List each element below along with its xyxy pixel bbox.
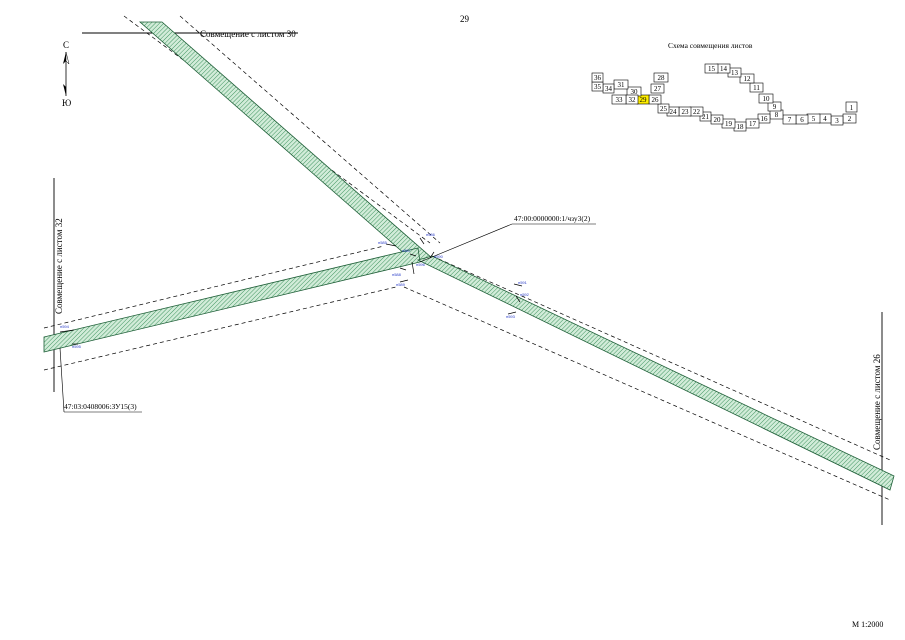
- point-label: н592: [520, 292, 530, 297]
- sheet-box-label: 19: [725, 120, 733, 128]
- leader-center: [419, 223, 513, 263]
- point-label: н585: [378, 240, 388, 245]
- sheet-box-label: 7: [788, 116, 792, 124]
- sheet-box-label: 13: [731, 69, 739, 77]
- sheet-box-label: 21: [702, 113, 710, 121]
- sheet-box-label: 3: [835, 117, 839, 125]
- sheet-box: [739, 73, 755, 84]
- north-label: С: [63, 40, 69, 50]
- south-label: Ю: [62, 98, 71, 108]
- strip-southeast: [416, 255, 895, 491]
- sheet-box-label: 24: [670, 108, 678, 116]
- scale-label: М 1:2000: [852, 620, 883, 629]
- sheet-box-label: 8: [775, 111, 779, 119]
- sheet-index-scheme: 1234567891011121314151617181920212223242…: [591, 63, 858, 132]
- right-of-way-strips: [43, 21, 895, 491]
- parcel-center-label: 47:00:0000000:1/чзу3(2): [514, 214, 591, 223]
- point-label: н587: [402, 248, 412, 253]
- parcel-left-label: 47:03:0408006:ЗУ15(3): [64, 402, 137, 411]
- sheet-box-label: 15: [708, 65, 716, 73]
- sheet-box-label: 28: [658, 74, 666, 82]
- sheet-box: [699, 111, 712, 122]
- sheet-box-label: 35: [594, 83, 602, 91]
- sheet-box-label: 10: [763, 95, 771, 103]
- sheet-box-label: 33: [616, 96, 624, 104]
- sheet-box-label: 22: [693, 108, 701, 116]
- sheet-box-label: 16: [761, 115, 769, 123]
- leader-left: [59, 347, 65, 413]
- sheet-box-label: 12: [744, 75, 752, 83]
- sheet-box: [782, 114, 797, 125]
- sheet-box-label: 36: [594, 74, 602, 82]
- sheet-box-label: 31: [618, 81, 626, 89]
- sheet-box-label: 23: [682, 108, 690, 116]
- sheet-box-label: 32: [629, 96, 637, 104]
- sheet-box: [767, 101, 782, 112]
- left-edge-label: Совмещение с листом 32: [54, 218, 64, 314]
- north-arrow-icon: [63, 51, 70, 96]
- point-label: н588: [392, 272, 402, 277]
- point-label: н593: [506, 314, 516, 319]
- point-label-group: н585 н586 н587 н588 н589 н590 н591 н592 …: [60, 232, 530, 349]
- strip-west: [43, 247, 421, 353]
- point-label: н590: [434, 254, 444, 259]
- point-label: н594: [60, 324, 70, 329]
- sheet-box: [611, 94, 627, 105]
- sheet-box-label: 14: [720, 65, 728, 73]
- sheet-box-label: 27: [654, 85, 662, 93]
- sheet-box: [650, 83, 665, 94]
- sheet-box-label: 26: [652, 96, 660, 104]
- point-label: н591: [518, 280, 528, 285]
- sheet-box-label: 6: [800, 116, 804, 124]
- sheet-box: [591, 72, 604, 83]
- right-edge-label: Совмещение с листом 26: [872, 354, 882, 450]
- scheme-title: Схема совмещения листов: [668, 41, 753, 50]
- sheet-box-label: 34: [605, 85, 613, 93]
- sheet-box-label: 30: [631, 88, 639, 96]
- sheet-box-label: 11: [753, 84, 760, 92]
- top-edge-label: Совмещение с листом 30: [200, 29, 296, 39]
- sheet-box: [704, 63, 719, 74]
- sheet-box-label: 25: [660, 105, 668, 113]
- page-number: 29: [460, 14, 470, 24]
- sheet-box: [653, 72, 669, 83]
- sheet-box-label: 2: [848, 115, 852, 123]
- sheet-box-label: 18: [737, 123, 745, 131]
- sheet-box-label: 1: [850, 104, 854, 112]
- point-label: н586: [426, 232, 436, 237]
- sheet-box-label: 9: [773, 103, 777, 111]
- sheet-box: [845, 101, 858, 113]
- sheet-box: [757, 113, 771, 124]
- point-label: н595: [72, 344, 82, 349]
- sheet-box-label: 17: [749, 120, 757, 128]
- strip-north: [138, 21, 433, 263]
- sheet-box-label: 4: [823, 115, 827, 123]
- point-label: н596: [416, 262, 426, 267]
- point-label: н589: [396, 282, 406, 287]
- boundary-points: [59, 237, 523, 345]
- sheet-box: [657, 103, 670, 114]
- sheet-box-label: 29: [640, 96, 648, 104]
- sheet-box: [749, 82, 764, 93]
- sheet-box: [758, 93, 774, 104]
- sheet-box-label: 20: [714, 116, 722, 124]
- sheet-box-label: 5: [812, 115, 816, 123]
